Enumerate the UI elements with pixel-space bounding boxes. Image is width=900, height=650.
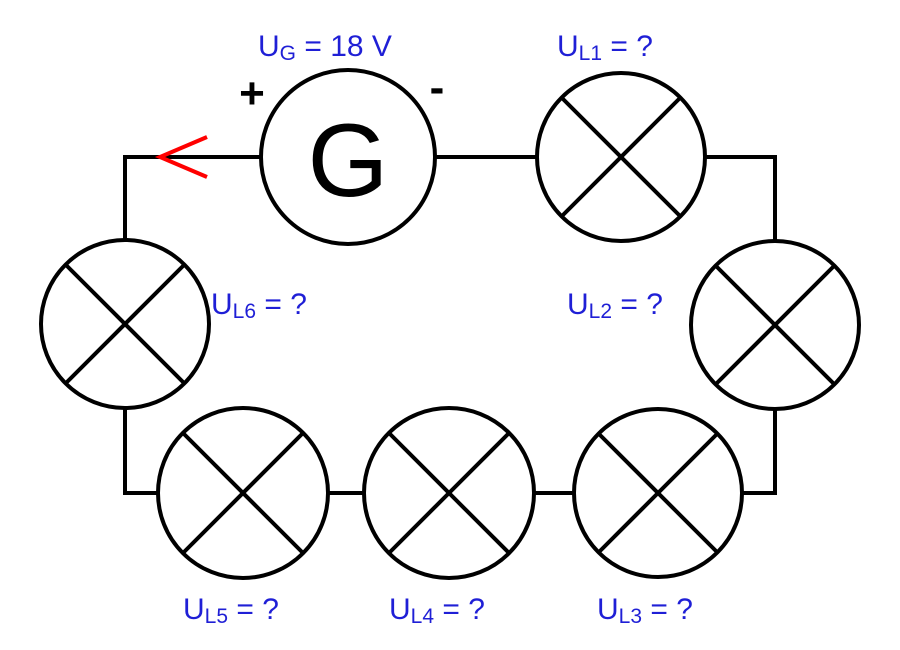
lamp-l2-voltage-label: UL2 = ? xyxy=(567,288,663,323)
lamp-l6 xyxy=(39,238,211,410)
generator-minus-sign: - xyxy=(430,63,445,112)
lamp-l5 xyxy=(156,406,330,580)
generator-plus-sign: + xyxy=(239,69,265,118)
generator-voltage-label: UG = 18 V xyxy=(258,30,392,65)
wires xyxy=(123,155,777,495)
lamp-l1 xyxy=(535,71,707,243)
lamp-l2 xyxy=(689,239,861,411)
lamp-l5-voltage-label: UL5 = ? xyxy=(183,593,279,628)
generator: G xyxy=(259,68,437,246)
lamp-l1-voltage-label: UL1 = ? xyxy=(557,30,653,65)
wire-l2-to-l3 xyxy=(740,406,777,495)
current-arrow-icon xyxy=(154,135,208,179)
lamp-l4 xyxy=(362,406,536,580)
wire-l1-to-l2 xyxy=(703,155,777,244)
wire-l5-to-l6 xyxy=(123,406,160,495)
generator-symbol: G xyxy=(308,103,389,219)
wire-top-left xyxy=(123,155,262,242)
lamp-l6-voltage-label: UL6 = ? xyxy=(211,288,307,323)
lamp-l3-voltage-label: UL3 = ? xyxy=(597,593,693,628)
lamp-l3 xyxy=(572,407,744,579)
lamp-l4-voltage-label: UL4 = ? xyxy=(389,593,485,628)
